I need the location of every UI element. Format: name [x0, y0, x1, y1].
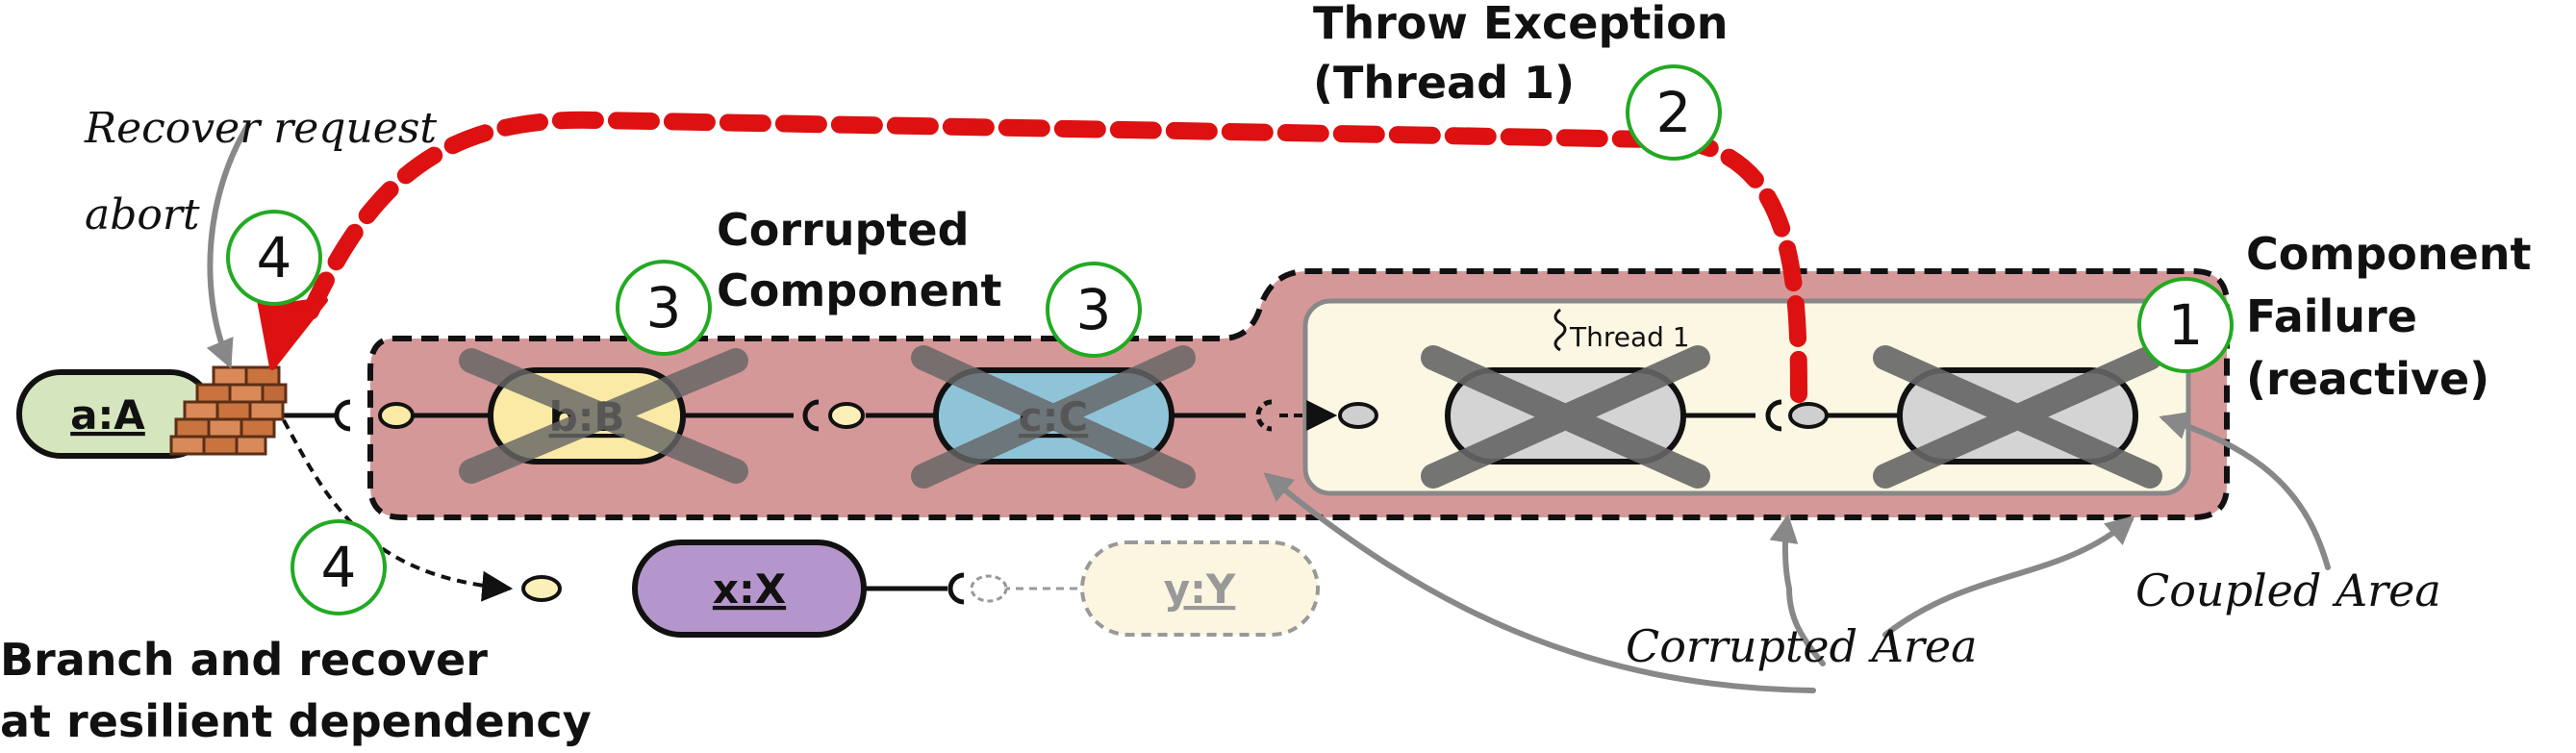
branch-recover-label-1: Branch and recover [0, 634, 488, 686]
step-circle-1: 1 [2137, 277, 2234, 373]
corrupted-area-label: Corrupted Area [1626, 620, 1978, 672]
component-failure-label-1: Component [2246, 228, 2532, 280]
throw-exception-label: Throw Exception [1313, 0, 1729, 49]
svg-text:3: 3 [646, 275, 682, 340]
failed-cross-thread-right [1873, 345, 2162, 489]
thread-1-label: Thread 1 [1569, 321, 1690, 353]
coupled-area-label: Coupled Area [2135, 565, 2441, 616]
annotation-arrows [206, 122, 2331, 693]
step-circle-3a: 3 [616, 260, 712, 356]
step-circle-4a: 4 [226, 210, 322, 306]
thread-squiggle-icon [1553, 308, 1567, 352]
component-x-label: x:X [713, 565, 786, 613]
interface-ball-y [970, 574, 1008, 603]
interface-balls [378, 402, 1829, 602]
component-x[interactable] [632, 540, 867, 638]
step-circle-4b: 4 [290, 519, 387, 615]
interface-sockets [334, 399, 1782, 605]
recover-request-label: Recover request [84, 104, 437, 153]
svg-text:2: 2 [1656, 80, 1692, 145]
component-y-label: y:Y [1164, 565, 1236, 613]
component-a-label: a:A [70, 391, 145, 439]
svg-text:1: 1 [2168, 292, 2204, 358]
step-circle-3b: 3 [1046, 262, 1142, 358]
throw-thread-label: (Thread 1) [1313, 57, 1575, 109]
step-circle-2: 2 [1626, 64, 1722, 161]
failed-cross-c [911, 345, 1196, 489]
failed-cross-b [459, 348, 748, 484]
component-failure-label-3: (reactive) [2246, 353, 2489, 405]
component-y[interactable] [1080, 540, 1320, 637]
exception-arrow [299, 111, 1807, 403]
exception-arrowhead [257, 297, 328, 370]
svg-text:4: 4 [257, 225, 292, 290]
branch-recover-label-2: at resilient dependency [0, 695, 592, 747]
corrupted-component-label-1: Corrupted [717, 204, 970, 256]
svg-text:4: 4 [321, 535, 357, 600]
failed-cross-thread-left [1421, 345, 1710, 489]
abort-label: abort [85, 190, 200, 239]
svg-text:3: 3 [1076, 277, 1112, 342]
connector-lines [284, 413, 1900, 591]
corrupted-component-label-2: Component [717, 264, 1002, 316]
component-failure-label-2: Failure [2246, 290, 2417, 342]
